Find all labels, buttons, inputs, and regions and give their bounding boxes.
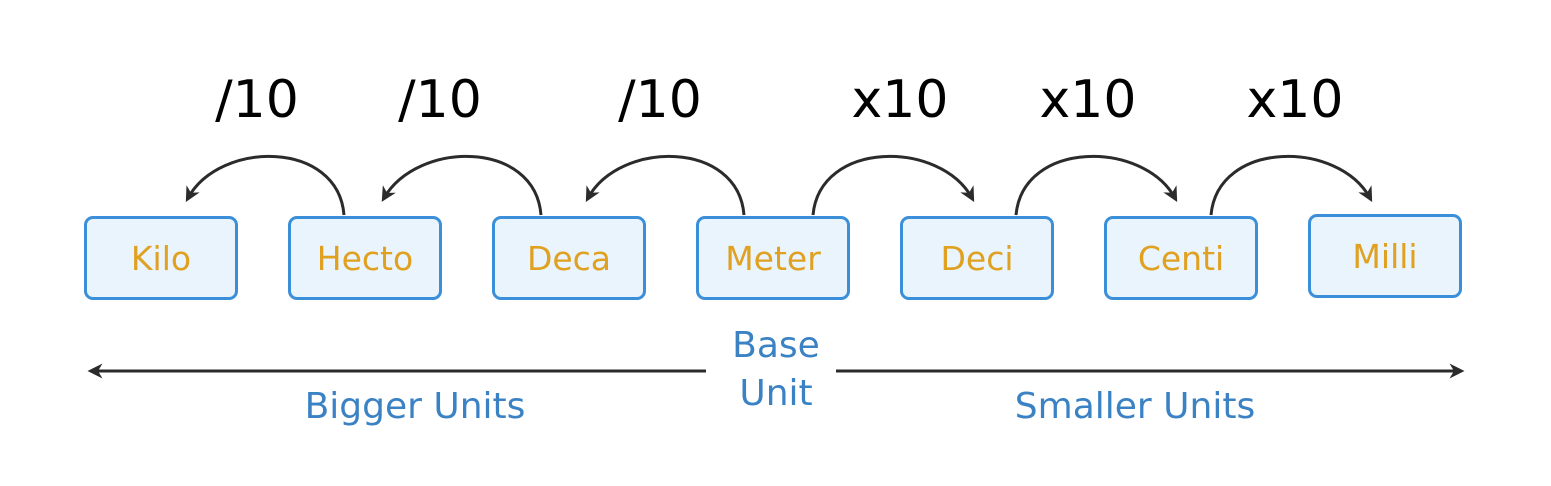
unit-label-deci: Deci [940, 238, 1014, 278]
unit-label-deca: Deca [526, 238, 612, 278]
curved-arrow-deca-to-hecto [381, 154, 543, 216]
op-label-centi-milli: x10 [1246, 70, 1344, 130]
base-unit-line2: Unit [739, 373, 813, 414]
curved-arrow-centi-to-milli [1209, 154, 1373, 216]
curved-arrow-deci-to-centi [1014, 154, 1178, 216]
op-label-hecto-deca: /10 [398, 70, 482, 130]
smaller-units-label: Smaller Units [1014, 386, 1256, 427]
unit-box-hecto: Hecto [288, 216, 442, 300]
unit-box-centi: Centi [1104, 216, 1258, 300]
bigger-units-label: Bigger Units [304, 386, 526, 427]
base-unit-label: Base Unit [706, 322, 846, 418]
base-unit-line1: Base [732, 325, 820, 366]
op-label-deci-centi: x10 [1039, 70, 1137, 130]
unit-box-deca: Deca [492, 216, 646, 300]
unit-label-hecto: Hecto [316, 238, 414, 278]
op-label-meter-deci: x10 [851, 70, 949, 130]
op-label-kilo-hecto: /10 [215, 70, 299, 130]
unit-label-centi: Centi [1137, 238, 1225, 278]
op-label-deca-meter: /10 [618, 70, 702, 130]
unit-label-kilo: Kilo [130, 238, 192, 278]
unit-label-milli: Milli [1352, 236, 1418, 276]
curved-arrow-meter-to-deci [811, 154, 975, 216]
unit-label-meter: Meter [725, 238, 821, 278]
curved-arrow-hecto-to-kilo [185, 154, 346, 216]
unit-box-milli: Milli [1308, 214, 1462, 298]
unit-box-meter: Meter [696, 216, 850, 300]
unit-box-kilo: Kilo [84, 216, 238, 300]
curved-arrow-meter-to-deca [585, 154, 746, 216]
unit-box-deci: Deci [900, 216, 1054, 300]
